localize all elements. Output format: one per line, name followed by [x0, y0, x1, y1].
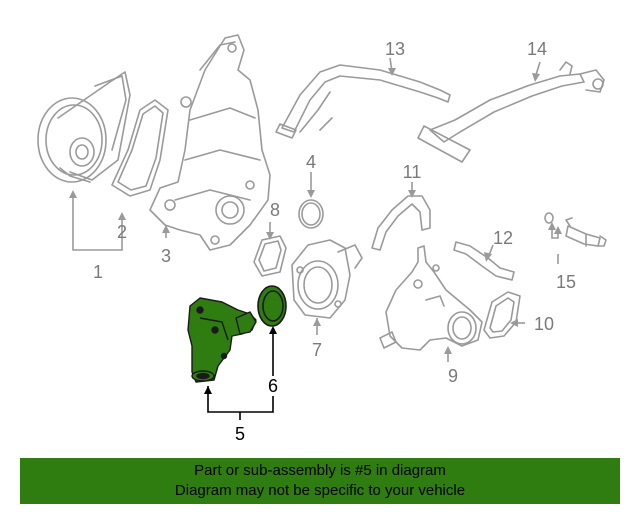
- callout-10: 10: [534, 314, 554, 334]
- callout-5: 5: [235, 424, 245, 444]
- banner-line-1: Part or sub-assembly is #5 in diagram: [194, 462, 446, 479]
- o-ring-part-4: [298, 199, 324, 229]
- callout-8: 8: [270, 200, 280, 220]
- callout-2: 2: [117, 222, 127, 242]
- gasket-part-8: [253, 235, 287, 277]
- coolant-sensor-part-15: [544, 212, 607, 247]
- exploded-parts-diagram: 1 2 3 4 7 8 9 10 11 12 13 14 15 5 6: [37, 34, 607, 444]
- pump-gasket-part-6[interactable]: [257, 285, 287, 327]
- part-info-banner: Part or sub-assembly is #5 in diagram Di…: [20, 458, 620, 504]
- callout-3: 3: [161, 246, 171, 266]
- callout-14: 14: [527, 39, 547, 59]
- callout-12: 12: [493, 228, 513, 248]
- callout-9: 9: [448, 366, 458, 386]
- callout-15: 15: [556, 272, 576, 292]
- coolant-hose-part-11: [371, 195, 431, 251]
- water-pump-part-5[interactable]: [187, 297, 257, 383]
- coolant-pipe-part-14: [417, 61, 605, 163]
- gasket-part-10: [483, 291, 521, 339]
- callout-4: 4: [306, 152, 316, 172]
- drive-belt-part-2: [111, 99, 169, 197]
- callout-13: 13: [385, 39, 405, 59]
- callout-6: 6: [268, 376, 278, 396]
- coolant-hose-part-12: [453, 241, 515, 281]
- belt-tensioner-part-1: [37, 71, 131, 183]
- callout-7: 7: [312, 340, 322, 360]
- callout-11: 11: [403, 162, 422, 182]
- thermostat-housing-part-7: [291, 239, 363, 319]
- front-case-part-3: [149, 34, 271, 251]
- water-connector-part-9: [379, 245, 483, 351]
- coolant-pipe-part-13: [275, 64, 451, 139]
- banner-line-2: Diagram may not be specific to your vehi…: [174, 482, 466, 499]
- callout-1: 1: [93, 262, 103, 282]
- callout-5-6-leader: [207, 330, 274, 420]
